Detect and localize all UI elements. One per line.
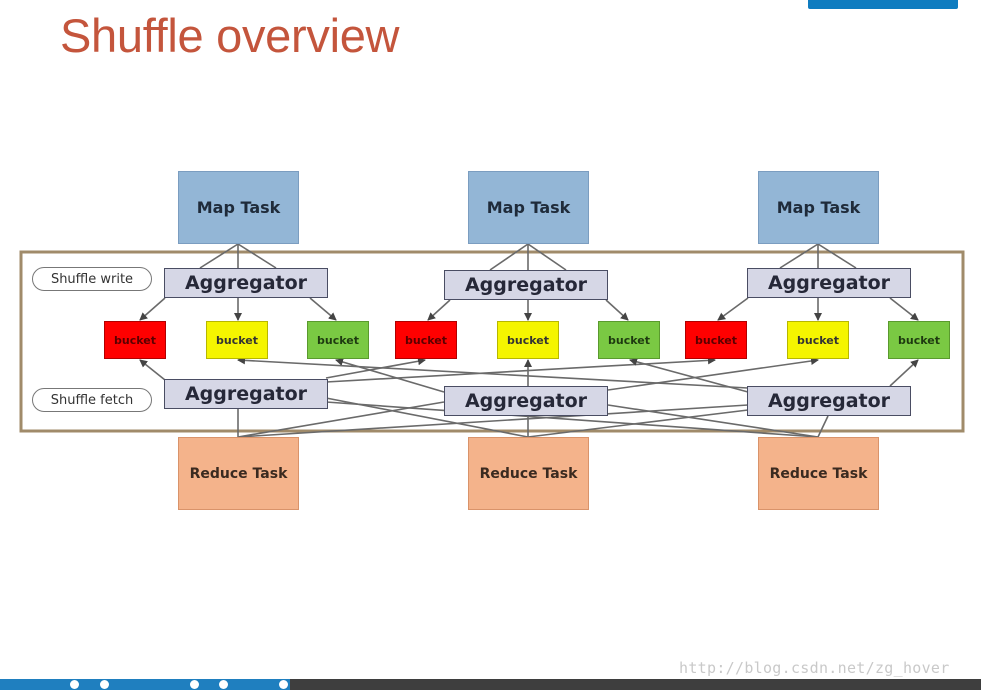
top-tab-indicator: [808, 0, 958, 9]
bucket-5: bucket: [497, 321, 559, 359]
reduce-task-3: Reduce Task: [758, 437, 879, 510]
fetch-aggregator-2: Aggregator: [444, 386, 608, 416]
bucket-6: bucket: [598, 321, 660, 359]
bucket-8: bucket: [787, 321, 849, 359]
map-task-3: Map Task: [758, 171, 879, 244]
write-aggregator-3: Aggregator: [747, 268, 911, 298]
slide-dot-1[interactable]: [70, 680, 79, 689]
slide-dot-4[interactable]: [219, 680, 228, 689]
bucket-1: bucket: [104, 321, 166, 359]
slide-title: Shuffle overview: [60, 9, 400, 62]
write-aggregator-2: Aggregator: [444, 270, 608, 300]
bucket-7: bucket: [685, 321, 747, 359]
slide-dot-2[interactable]: [100, 680, 109, 689]
bucket-3: bucket: [307, 321, 369, 359]
slide-dot-3[interactable]: [190, 680, 199, 689]
reduce-task-2: Reduce Task: [468, 437, 589, 510]
bucket-2: bucket: [206, 321, 268, 359]
shuffle-fetch-label: Shuffle fetch: [32, 388, 152, 412]
watermark-text: http://blog.csdn.net/zg_hover: [679, 659, 950, 677]
fetch-aggregator-1: Aggregator: [164, 379, 328, 409]
slide-progress-remaining: [290, 679, 981, 690]
write-aggregator-1: Aggregator: [164, 268, 328, 298]
reduce-task-1: Reduce Task: [178, 437, 299, 510]
map-task-2: Map Task: [468, 171, 589, 244]
map-task-1: Map Task: [178, 171, 299, 244]
slide-dot-5[interactable]: [279, 680, 288, 689]
fetch-aggregator-3: Aggregator: [747, 386, 911, 416]
bucket-9: bucket: [888, 321, 950, 359]
shuffle-write-label: Shuffle write: [32, 267, 152, 291]
shuffle-frame: [19, 250, 965, 433]
bucket-4: bucket: [395, 321, 457, 359]
